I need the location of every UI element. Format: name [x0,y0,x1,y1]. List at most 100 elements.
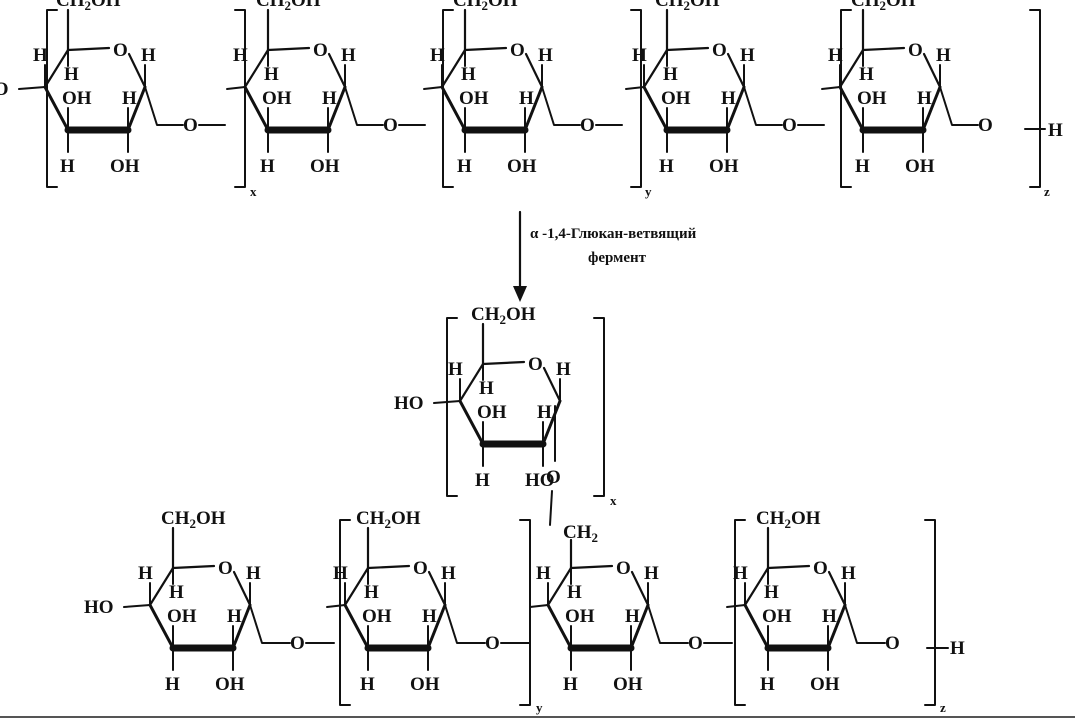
unit-branch-h-c5: H [479,378,494,399]
bottom-glycosidic-oxygen-2: O [485,633,500,654]
ch-label: CH [356,508,385,529]
ring-bond [127,52,147,89]
unit-bottom-3-h-c4: H [536,563,551,584]
unit-top-2-h-c5: H [264,64,279,85]
ring-bond [838,48,865,89]
ring-bond [427,570,447,607]
unit-bottom-1-oh-c3: OH [167,606,197,627]
ring-bond [838,85,865,132]
ring-bond [922,52,942,89]
subscript-2: 2 [190,516,197,531]
ring-bond [366,564,411,570]
unit-top-5-oh-c3: OH [857,88,887,109]
ring-bond [440,85,467,132]
unit-top-2-h-c2: H [322,88,337,109]
bottom-bracket-y-open [339,519,351,706]
oh-label: OH [506,304,536,325]
unit-top-5-oh-c2-down: OH [905,156,935,177]
glycosidic-bond [541,86,581,126]
subscript-2: 2 [482,0,489,13]
unit-bottom-4-ring-oxygen: O [813,558,828,579]
unit-top-1-h-c5: H [64,64,79,85]
ch-label: CH [56,0,85,11]
top-bracket-z-close [1029,9,1041,188]
unit-bottom-3-h-c1: H [644,563,659,584]
unit-top-2-ch2oh: CH2OH [256,0,321,13]
unit-top-5-ch2oh: CH2OH [851,0,916,13]
unit-bottom-1-h-c5: H [169,582,184,603]
unit-top-5-h-c1: H [936,45,951,66]
ring-bond [725,85,746,132]
unit-bottom-2-ring-oxygen: O [413,558,428,579]
ring-bond [861,46,906,52]
bottom-bracket-y-close [519,519,531,706]
unit-bottom-3-oh-c3: OH [565,606,595,627]
ring-bond [569,564,614,570]
glycosidic-bond [444,604,486,644]
unit-bottom-2-h-c3-down: H [360,674,375,695]
branch-bracket-x-close [593,317,605,497]
ring-bond [66,46,111,52]
subscript-2: 2 [785,516,792,531]
ring-bond [327,52,347,89]
unit-bottom-1-h-c3-down: H [165,674,180,695]
ring-bond [524,52,544,89]
subscript-2: 2 [85,0,92,13]
unit-top-3-oh-c3: OH [459,88,489,109]
top-bracket-x-open [46,9,58,188]
bottom-subscript-y: y [536,700,543,715]
unit-top-4-ch2oh: CH2OH [655,0,720,13]
glycosidic-bond [844,604,886,644]
unit-bottom-2-h-c5: H [364,582,379,603]
unit-top-4-h-c3-down: H [659,156,674,177]
top-glycosidic-oxygen-2: O [383,115,398,136]
ch-label: CH [851,0,880,11]
ch-label: CH [256,0,285,11]
ch-label: CH [655,0,684,11]
ring-bond [546,566,573,607]
unit-top-5-h-c2: H [917,88,932,109]
bond-line [123,604,151,608]
oh-label: OH [196,508,226,529]
bond-line [326,604,346,608]
ring-bond [458,399,485,446]
unit-top-5-h-c5: H [859,64,874,85]
oh-label: OH [91,0,121,11]
subscript-2: 2 [500,312,507,327]
ring-bond [743,603,770,650]
ring-bond [426,603,447,650]
unit-top-2-ring-oxygen: O [313,40,328,61]
unit-top-4-oh-c3: OH [661,88,691,109]
unit-bottom-2-oh-c2-down: OH [410,674,440,695]
unit-top-2-oh-c2-down: OH [310,156,340,177]
unit-top-1-oh-c2-down: OH [110,156,140,177]
glycosidic-bond [549,490,553,526]
ring-bond [826,603,847,650]
unit-top-1-h-c4: H [33,45,48,66]
ring-bond [726,52,746,89]
unit-branch-ho-c4: HO [394,393,424,414]
unit-top-4-h-c5: H [663,64,678,85]
unit-bottom-1-ring-oxygen: O [218,558,233,579]
unit-bottom-2-ch2oh: CH2OH [356,508,421,531]
glycosidic-bond [743,86,783,126]
ring-bond [766,564,811,570]
ring-bond [642,48,669,89]
unit-top-3-ch2oh: CH2OH [453,0,518,13]
unit-top-1-h-c1: H [141,45,156,66]
unit-top-4-oh-c2-down: OH [709,156,739,177]
unit-top-1-ring-oxygen: O [113,40,128,61]
unit-bottom-1-h-c2: H [227,606,242,627]
unit-top-3-h-c2: H [519,88,534,109]
unit-branch-h-c4: H [448,359,463,380]
top-subscript-x: x [250,184,257,199]
ring-bond [743,566,770,607]
unit-top-3-ring-oxygen: O [510,40,525,61]
subscript-2: 2 [285,0,292,13]
unit-top-3-h-c3-down: H [457,156,472,177]
unit-top-2-h-c1: H [341,45,356,66]
unit-bottom-4-h-c2: H [822,606,837,627]
unit-bottom-4-h-c1: H [841,563,856,584]
ch-label: CH [453,0,482,11]
ch-label: CH [563,522,592,543]
